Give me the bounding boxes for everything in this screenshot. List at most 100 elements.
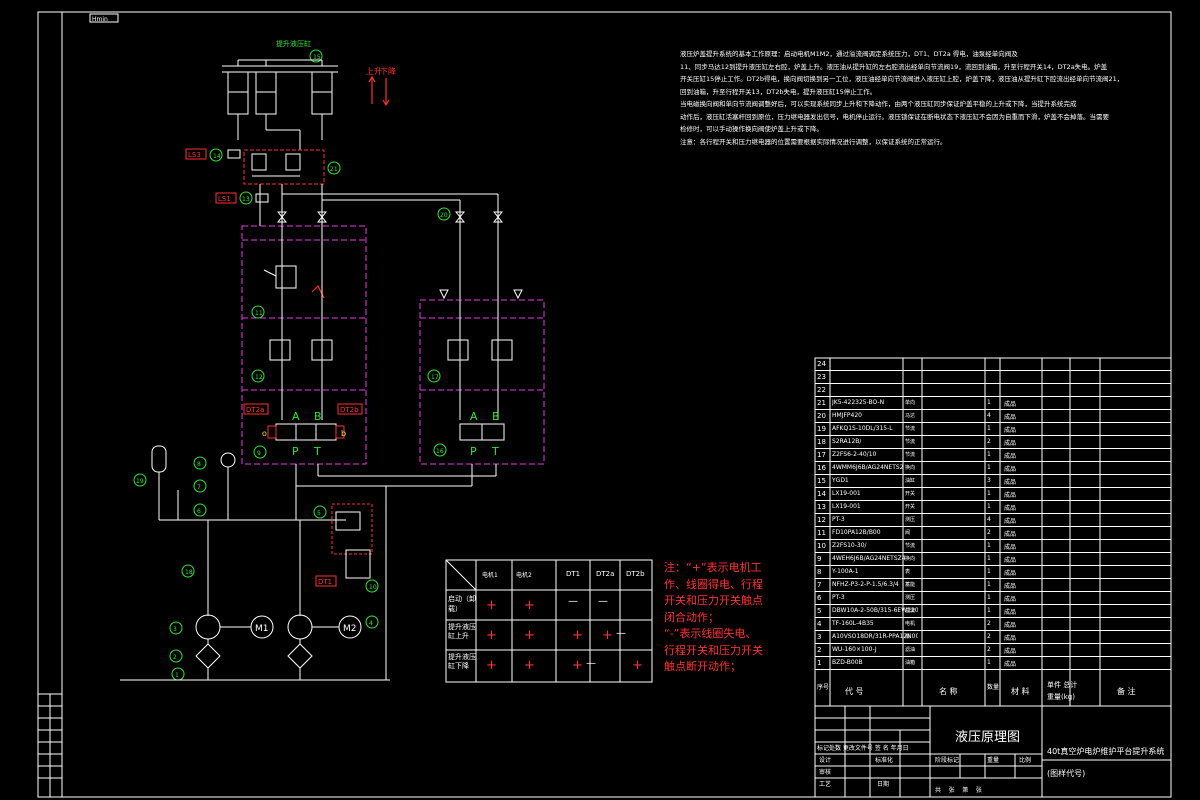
svg-text:4: 4 (369, 620, 373, 627)
parts-cell-qty: 1 (987, 607, 991, 614)
parts-cell-name: 开关 (905, 504, 916, 510)
parts-cell-no: 6 (817, 594, 822, 602)
stage-label: 阶段标记 (935, 757, 960, 764)
action-cell: + (602, 628, 613, 643)
parts-cell-code: S2RA12B/ (832, 438, 862, 445)
note-line: “-”表示线圈失电、 (664, 627, 757, 640)
parts-cell-code: Y-100A-1 (832, 568, 859, 575)
port-o: o (262, 429, 267, 438)
parts-cell-no: 20 (817, 412, 826, 420)
title-block-grid (814, 705, 1172, 798)
parts-cell-qty: 1 (987, 425, 991, 432)
port-t-right: T (491, 445, 499, 458)
motor-1-label: M1 (255, 624, 269, 634)
action-cell: + (572, 658, 583, 673)
action-header-motor1: 电机1 (482, 572, 498, 579)
parts-cell-mat: 成品 (1004, 492, 1017, 499)
weight-label: 重量 (987, 757, 1000, 764)
svg-text:18: 18 (185, 569, 193, 576)
parts-cell-no: 18 (817, 438, 826, 446)
parts-cell-no: 22 (817, 386, 826, 394)
header-weight: 单件 总计 (1047, 681, 1078, 689)
parts-cell-code: YGD1 (832, 477, 849, 484)
parts-cell-qty: 1 (987, 399, 991, 406)
svg-text:3: 3 (173, 626, 177, 633)
callout-15 (309, 49, 323, 63)
action-header-dt2a: DT2a (596, 570, 615, 578)
parts-cell-no: 12 (817, 516, 826, 524)
parts-cell-mat: 成品 (1004, 609, 1017, 616)
date-label: 日期 (877, 781, 890, 788)
svg-text:13: 13 (242, 196, 250, 203)
port-p-right: P (470, 445, 477, 458)
action-cell: — (598, 596, 608, 607)
dt2b-label: DT2b (340, 406, 359, 414)
hydraulic-lock-block (243, 149, 325, 185)
parts-cell-qty: 1 (987, 581, 991, 588)
parts-cell-qty: 3 (987, 477, 991, 484)
dt2a-label: DT2a (246, 406, 264, 414)
note-line: 开关和压力开关触点 (664, 594, 763, 607)
parts-cell-name: 换向 (905, 465, 916, 471)
port-b-lower: b (341, 429, 346, 438)
svg-text:10: 10 (369, 584, 377, 591)
action-header-motor2: 电机2 (516, 572, 532, 579)
svg-text:20: 20 (440, 212, 448, 219)
action-cell: — (568, 596, 578, 607)
port-a-left: A (292, 410, 300, 423)
process-label: 工艺 (819, 781, 832, 788)
parts-cell-qty: 1 (987, 568, 991, 575)
parts-cell-no: 7 (817, 581, 822, 589)
action-row-label: 提升液压缸下降 (448, 653, 476, 670)
parts-cell-qty: 2 (987, 529, 991, 536)
action-cell: — (586, 658, 596, 669)
relief-valve-5 (335, 511, 361, 531)
arrow-label-up: 上升 (366, 67, 382, 76)
description-line: 注意：各行程开关和压力继电器的位置需要根据实际情况进行调整，以保证系统的正常运行… (680, 137, 947, 146)
parts-cell-no: 17 (817, 451, 826, 459)
parts-cell-no: 10 (817, 542, 826, 550)
parts-cell-name: 开关 (905, 491, 916, 497)
action-cell: + (524, 598, 535, 613)
parts-cell-no: 1 (817, 659, 822, 667)
action-table (445, 559, 653, 683)
port-b-left: B (314, 410, 322, 423)
parts-cell-name: 溢流 (905, 608, 916, 614)
svg-text:8: 8 (197, 461, 201, 468)
parts-cell-code: FD10PA12B/B00 (832, 529, 881, 536)
description-line: 当电磁换向阀和单向节流阀调整好后，可以实现系统同步上升和下降动作，由两个液压缸同… (680, 100, 1077, 108)
parts-cell-qty: 4 (987, 516, 991, 523)
accumulator (151, 445, 167, 473)
parts-cell-qty: 2 (987, 633, 991, 640)
parts-cell-mat: 成品 (1004, 414, 1017, 421)
header-remark: 备 注 (1117, 687, 1136, 696)
parts-cell-qty: 1 (987, 490, 991, 497)
parts-cell-mat: 成品 (1004, 544, 1017, 551)
parts-cell-name: 节流 (905, 426, 916, 432)
note-line: 作、线圈得电、行程 (664, 577, 763, 591)
ls1-label: LS1 (218, 195, 231, 203)
parts-cell-mat: 成品 (1004, 596, 1017, 603)
parts-cell-code: PT-3 (832, 516, 845, 523)
parts-cell-name: 马达 (905, 413, 916, 419)
action-header-dt2b: DT2b (626, 570, 645, 578)
parts-list-row: 22 (815, 384, 1171, 397)
parts-cell-name: 表 (905, 569, 911, 575)
svg-text:1: 1 (175, 672, 179, 679)
parts-cell-no: 13 (817, 503, 826, 511)
pressure-gauge (220, 452, 236, 468)
title-block: 液压原理图 40t真空炉电炉维护平台提升系统 (图样代号) 标记处数 更改文件号… (815, 706, 1171, 797)
header-no: 序号 (817, 684, 830, 691)
ls3-label: LS3 (188, 151, 201, 159)
parts-cell-code: AFKQ1S-10DL/315-L (832, 425, 893, 432)
parts-cell-name: 单向 (905, 400, 916, 406)
parts-cell-name: 滤油 (905, 647, 916, 653)
svg-text:2: 2 (173, 654, 177, 661)
svg-text:14: 14 (213, 153, 221, 160)
action-cell: + (524, 628, 535, 643)
